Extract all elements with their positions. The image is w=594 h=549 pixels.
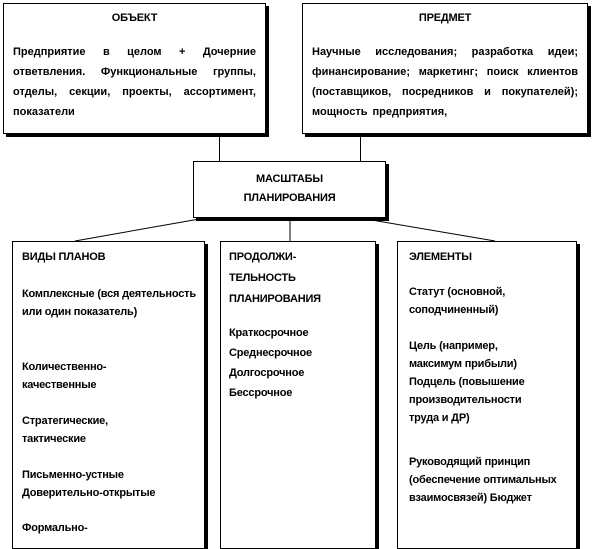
element-item: Руководящий принцип (обеспечение оптимал… <box>409 456 557 504</box>
object-box: ОБЪЕКТ Предприятие в целом + Дочерние от… <box>3 3 266 134</box>
object-text: Предприятие в целом + Дочерние ответвлен… <box>13 46 256 118</box>
object-title: ОБЪЕКТ <box>111 12 158 24</box>
element-item: Цель (например, максимум прибыли) Подцел… <box>409 340 525 424</box>
plan-type-item: Формально- <box>22 522 88 534</box>
elements-title: ЭЛЕМЕНТЫ <box>409 251 472 263</box>
plan-types-box: ВИДЫ ПЛАНОВ Комплексные (вся деятельност… <box>12 241 205 549</box>
plan-type-item: Стратегические, тактические <box>22 415 108 445</box>
elements-box: ЭЛЕМЕНТЫ Статут (основной, соподчиненный… <box>397 241 577 549</box>
connector-subject-center <box>360 134 361 161</box>
subject-box: ПРЕДМЕТ Научные исследования; разработка… <box>302 3 588 134</box>
plan-type-item: Количественно-качественные <box>22 361 107 391</box>
plan-type-item: Письменно-устные Доверительно-открытые <box>22 469 156 499</box>
duration-box: ПРОДОЛЖИ- ТЕЛЬНОСТЬ ПЛАНИРОВАНИЯ Краткос… <box>220 241 376 549</box>
plan-type-item: Комплексные (вся деятельность или один п… <box>22 288 196 318</box>
duration-title-line1: ПРОДОЛЖИ- <box>229 251 297 263</box>
duration-title-line2: ТЕЛЬНОСТЬ <box>229 272 296 284</box>
duration-item: Среднесрочное <box>229 347 312 359</box>
connector-object-center <box>219 134 220 161</box>
scope-title-line2: ПЛАНИРОВАНИЯ <box>243 192 336 204</box>
scope-box: МАСШТАБЫ ПЛАНИРОВАНИЯ <box>193 161 386 218</box>
plan-types-title: ВИДЫ ПЛАНОВ <box>22 251 106 263</box>
duration-item: Краткосрочное <box>229 327 309 339</box>
subject-title: ПРЕДМЕТ <box>418 12 472 24</box>
duration-item: Бессрочное <box>229 387 293 399</box>
scope-title-line1: МАСШТАБЫ <box>256 173 323 185</box>
element-item: Статут (основной, соподчиненный) <box>409 286 506 316</box>
subject-text: Научные исследования; разработка идеи; ф… <box>312 46 578 118</box>
duration-item: Долгосрочное <box>229 367 305 379</box>
duration-title-line3: ПЛАНИРОВАНИЯ <box>229 293 321 305</box>
